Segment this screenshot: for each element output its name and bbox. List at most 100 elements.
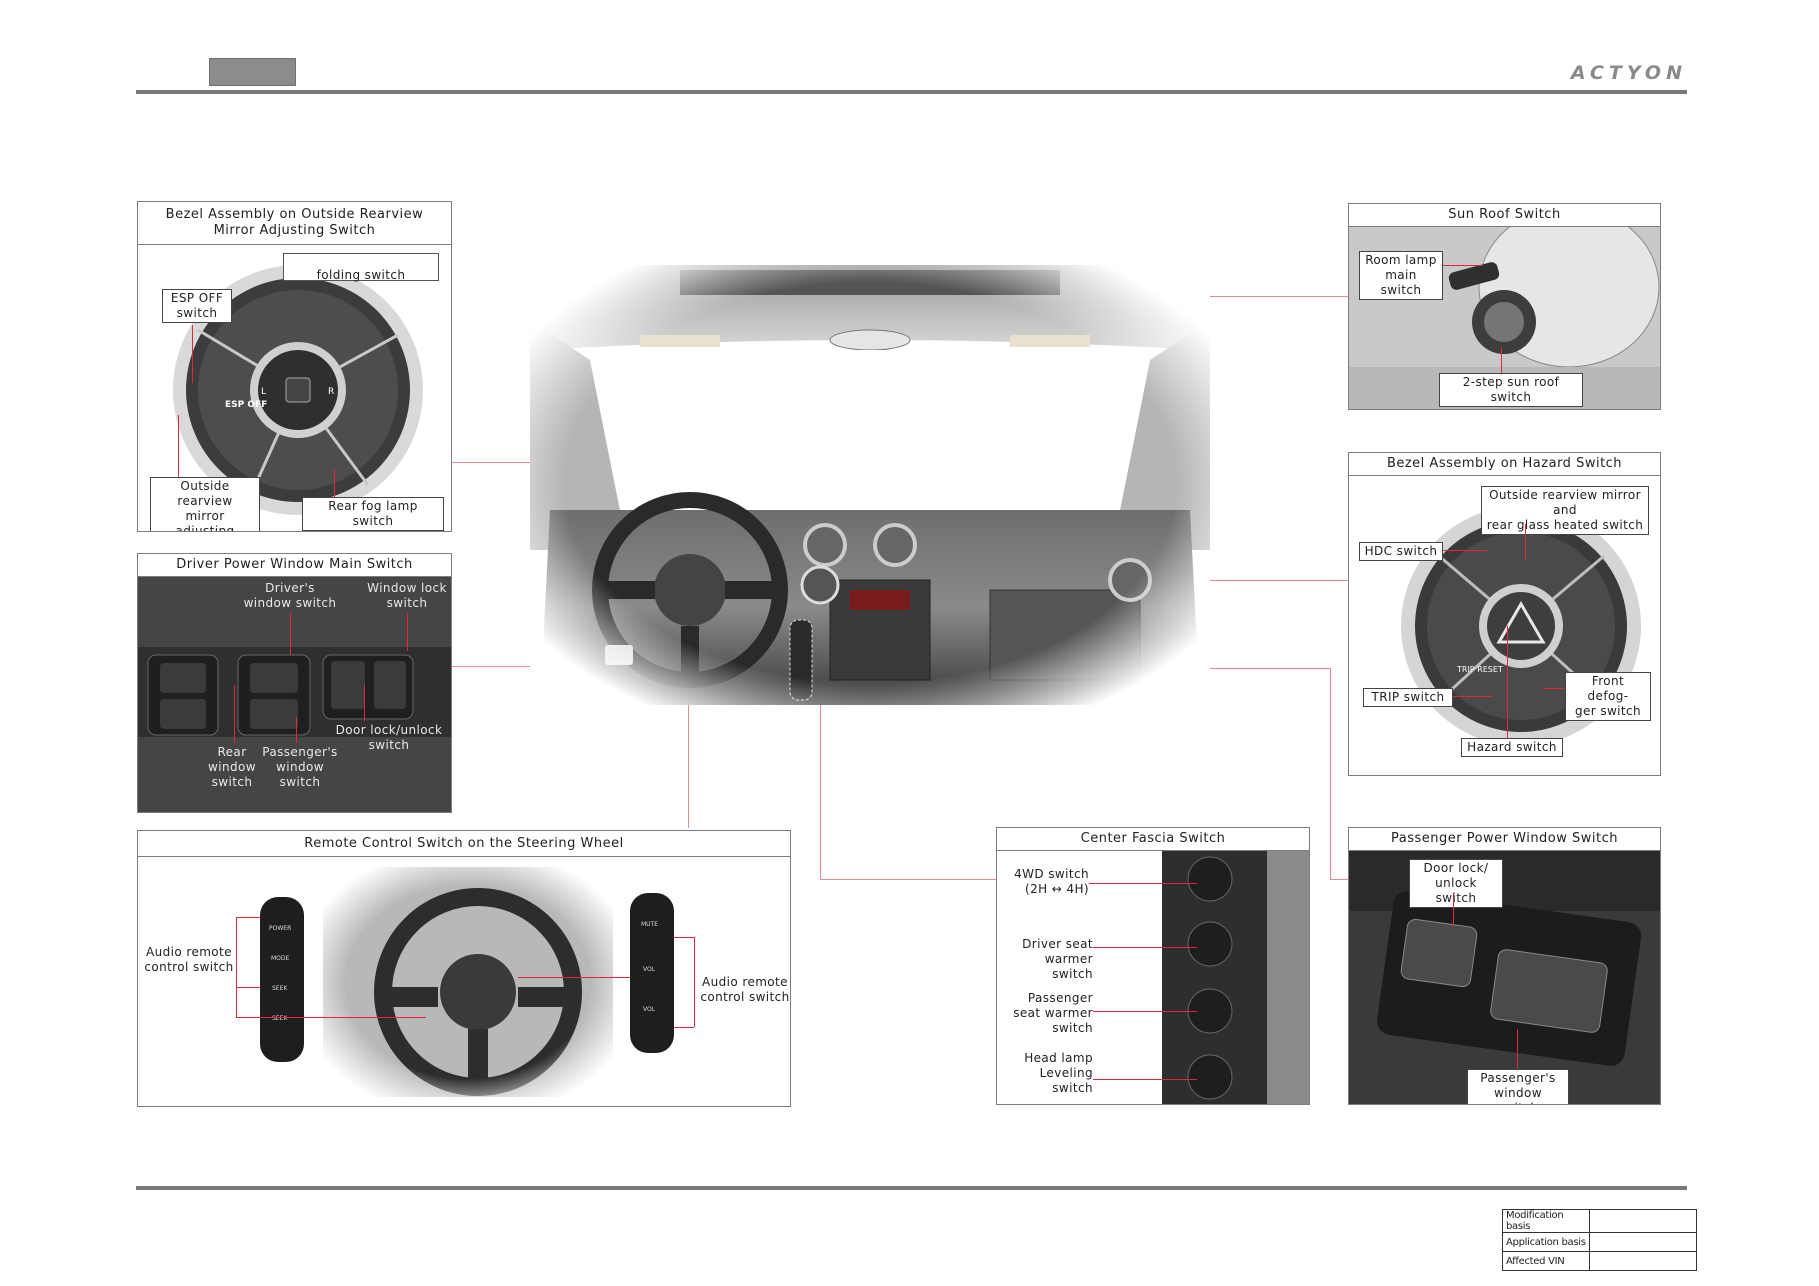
panel-steering-remote: Remote Control Switch on the Steering Wh…: [137, 830, 791, 1107]
panel-center-fascia: Center Fascia Switch 4WD switch (2H ↔ 4H…: [996, 827, 1310, 1105]
panel-body: L R ESP OFF folding switch ESP OFF switc…: [138, 245, 451, 531]
panel-title: Bezel Assembly on Outside Rearview Mirro…: [138, 202, 451, 245]
brand-logo: ACTYON: [1570, 62, 1687, 84]
mirror-right-arrow: R: [328, 387, 334, 397]
table-cell-value: [1589, 1209, 1697, 1233]
panel-body: 4WD switch (2H ↔ 4H) Driver seat warmer …: [997, 851, 1309, 1104]
label-audio-remote-left: Audio remote control switch: [144, 945, 234, 974]
panel-hazard: Bezel Assembly on Hazard Switch TRIP RES…: [1348, 452, 1661, 776]
leader-line: [1093, 1011, 1197, 1012]
table-cell-key: Modification basis: [1502, 1209, 1590, 1233]
panel-body: Room lamp main switch 2-step sun roof sw…: [1349, 227, 1660, 409]
leader-line: [1517, 1029, 1518, 1069]
leader-line: [674, 937, 694, 938]
mirror-switch-illustration: L R ESP OFF: [173, 265, 423, 515]
panel-title: Sun Roof Switch: [1349, 204, 1660, 227]
table-cell-key: Application basis: [1502, 1232, 1590, 1252]
table-cell-value: [1589, 1232, 1697, 1252]
leader-line: [518, 977, 630, 978]
dashboard-illustration: [530, 260, 1210, 705]
label-rear-fog: Rear fog lamp switch: [302, 497, 444, 531]
table-row: Affected VIN: [1502, 1251, 1697, 1271]
panel-passenger-window: Passenger Power Window Switch Door lock/…: [1348, 827, 1661, 1105]
steering-illustration: POWER MODE SEEK SEEK MUTE VOL VOL: [260, 867, 674, 1097]
leader-line: [1453, 696, 1493, 697]
passenger-window-illustration: [1349, 851, 1660, 1104]
leader-line: [1453, 893, 1454, 927]
label-driver-seat: Driver seat warmer switch: [1022, 937, 1093, 981]
label-folding-switch: folding switch: [283, 253, 439, 282]
connector-passenger-window-v: [1330, 668, 1331, 880]
hazard-icon: [1496, 601, 1546, 644]
leader-line: [1093, 1079, 1197, 1080]
label-esp-off: ESP OFF switch: [162, 289, 232, 323]
label-hazard: Hazard switch: [1461, 738, 1563, 757]
leader-line: [236, 917, 237, 1017]
leader-line: [334, 469, 335, 497]
seek-up-key: SEEK: [272, 985, 288, 992]
label-headlamp: Head lamp Leveling switch: [1024, 1051, 1093, 1095]
panel-title: Remote Control Switch on the Steering Wh…: [138, 831, 790, 857]
panel-body: Driver's window switch Window lock switc…: [138, 577, 451, 812]
leader-line: [290, 613, 291, 655]
label-mirror-adjusting: Outside rearview mirror adjusting switch: [150, 477, 260, 531]
driver-window-illustration: [138, 577, 451, 812]
table-row: Modification basis: [1502, 1209, 1697, 1233]
label-rear-window: Rear window switch: [208, 745, 256, 789]
connector-driver-window: [450, 666, 535, 667]
connector-fascia-v: [820, 690, 821, 880]
header-tab: [209, 58, 296, 86]
label-drivers-window: Driver's window switch: [243, 581, 337, 610]
leader-line: [192, 325, 193, 383]
leader-line: [674, 1027, 694, 1028]
label-sunroof-2step: 2-step sun roof switch: [1439, 373, 1583, 407]
power-key: POWER: [269, 925, 291, 932]
table-row: Application basis: [1502, 1232, 1697, 1252]
panel-body: POWER MODE SEEK SEEK MUTE VOL VOL Audio …: [138, 857, 790, 1106]
label-passengers-window: Passenger's window switch: [1467, 1069, 1569, 1104]
label-front-defogger: Front defog- ger switch: [1565, 672, 1651, 721]
leader-line: [1507, 626, 1508, 738]
panel-title: Driver Power Window Main Switch: [138, 554, 451, 577]
leader-line: [364, 685, 365, 721]
label-mirror-heated: Outside rearview mirror and rear glass h…: [1481, 486, 1649, 535]
label-passenger-seat: Passenger seat warmer switch: [1013, 991, 1093, 1035]
leader-line: [407, 613, 408, 651]
leader-line: [236, 987, 260, 988]
leader-line: [1525, 524, 1526, 560]
leader-line: [296, 717, 297, 743]
label-window-lock: Window lock switch: [367, 581, 447, 610]
panel-title: Center Fascia Switch: [997, 828, 1309, 851]
leader-line: [1443, 550, 1487, 551]
connector-passenger-window-h: [1330, 879, 1348, 880]
connector-fascia: [820, 879, 996, 880]
seek-down-key: SEEK: [272, 1015, 288, 1022]
mode-key: MODE: [271, 955, 290, 962]
label-audio-remote-right: Audio remote control switch: [700, 975, 790, 1004]
label-trip: TRIP switch: [1363, 688, 1453, 707]
trip-reset-key: TRIP RESET: [1456, 665, 1503, 674]
panel-title: Bezel Assembly on Hazard Switch: [1349, 453, 1660, 476]
label-passengers-window: Passenger's window switch: [262, 745, 338, 789]
vol-down-key: VOL: [643, 1006, 656, 1013]
table-cell-value: [1589, 1251, 1697, 1271]
modification-table: Modification basis Application basis Aff…: [1502, 1209, 1697, 1271]
panel-mirror-bezel: Bezel Assembly on Outside Rearview Mirro…: [137, 201, 452, 532]
leader-line: [234, 685, 235, 743]
label-door-lock: Door lock/ unlock switch: [1409, 859, 1503, 908]
vol-up-key: VOL: [643, 966, 656, 973]
leader-line: [1443, 265, 1483, 266]
label-room-lamp: Room lamp main switch: [1359, 251, 1443, 300]
panel-body: Door lock/ unlock switch Passenger's win…: [1349, 851, 1660, 1104]
center-fascia-illustration: [1162, 851, 1309, 1104]
mirror-left-arrow: L: [261, 387, 266, 397]
leader-line: [1543, 688, 1565, 689]
table-cell-key: Affected VIN: [1502, 1251, 1590, 1271]
leader-line: [1501, 347, 1502, 373]
panel-sunroof: Sun Roof Switch Room lamp main switch 2-…: [1348, 203, 1661, 410]
footer-rule: [136, 1186, 1687, 1190]
label-door-lock: Door lock/unlock switch: [335, 723, 443, 752]
connector-passenger-window: [1200, 668, 1330, 669]
label-4wd: 4WD switch (2H ↔ 4H): [1014, 867, 1089, 896]
label-hdc: HDC switch: [1359, 542, 1443, 561]
